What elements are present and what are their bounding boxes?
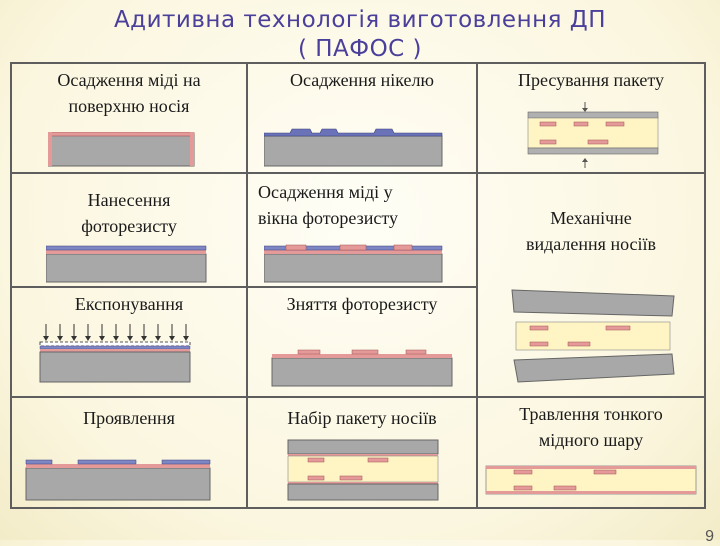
cell-label-line2: видалення носіїв (525, 234, 657, 254)
copper-carrier-illustration (48, 132, 195, 167)
cell-package-pressing: Пресування пакету (477, 63, 705, 173)
cell-exposure: Експонування (11, 287, 247, 397)
cell-label-line1: Осадження міді на (57, 70, 201, 90)
slide-title-line2: ( ПАФОС ) (297, 36, 423, 62)
etching-illustration (485, 465, 697, 495)
cell-thin-copper-etching: Травлення тонкого мідного шару (477, 397, 705, 508)
cell-carrier-stacking: Набір пакету носіїв (247, 397, 477, 508)
cell-label-line1: Механічне (550, 208, 632, 228)
cell-carrier-removal: Механічне видалення носіїв (477, 173, 705, 397)
cell-label-line2: вікна фоторезисту (258, 208, 398, 228)
cell-developing: Проявлення (11, 397, 247, 508)
photoresist-illustration (46, 245, 207, 283)
cell-label-line1: Травлення тонкого (519, 404, 663, 424)
developing-illustration (25, 459, 211, 501)
exposure-illustration (39, 324, 191, 383)
cell-nickel-deposition: Осадження нікелю (247, 63, 477, 173)
slide-title-line1: Адитивна технологія виготовлення ДП (113, 7, 607, 33)
pressing-illustration (527, 102, 659, 168)
cell-label-line1: Осадження міді у (258, 182, 393, 202)
process-table: Осадження міді на поверхню носія Осаджен… (10, 62, 706, 509)
carrier-removal-illustration (511, 289, 675, 383)
cell-label-line2: поверхню носія (68, 96, 190, 116)
cell-copper-in-windows: Осадження міді у вікна фоторезисту (247, 173, 477, 287)
page-number: 9 (705, 528, 714, 545)
cell-label-line2: фоторезисту (81, 216, 177, 236)
cell-photoresist-coating: Нанесення фоторезисту (11, 173, 247, 287)
cell-label-line1: Пресування пакету (517, 70, 665, 90)
cell-label-line1: Проявлення (83, 408, 175, 428)
cell-label-line1: Зняття фоторезисту (286, 294, 438, 314)
cell-label-line1: Набір пакету носіїв (287, 408, 437, 428)
nickel-illustration (264, 128, 443, 167)
copper-windows-illustration (264, 244, 443, 283)
cell-label-line2: мідного шару (538, 430, 644, 450)
cell-label-line1: Експонування (74, 294, 184, 314)
photoresist-removal-illustration (271, 349, 453, 387)
cell-label-line1: Нанесення (87, 190, 171, 210)
cell-photoresist-removal: Зняття фоторезисту (247, 287, 477, 397)
stacking-illustration (287, 439, 439, 501)
cell-label-line1: Осадження нікелю (290, 70, 434, 90)
cell-copper-on-carrier: Осадження міді на поверхню носія (11, 63, 247, 173)
